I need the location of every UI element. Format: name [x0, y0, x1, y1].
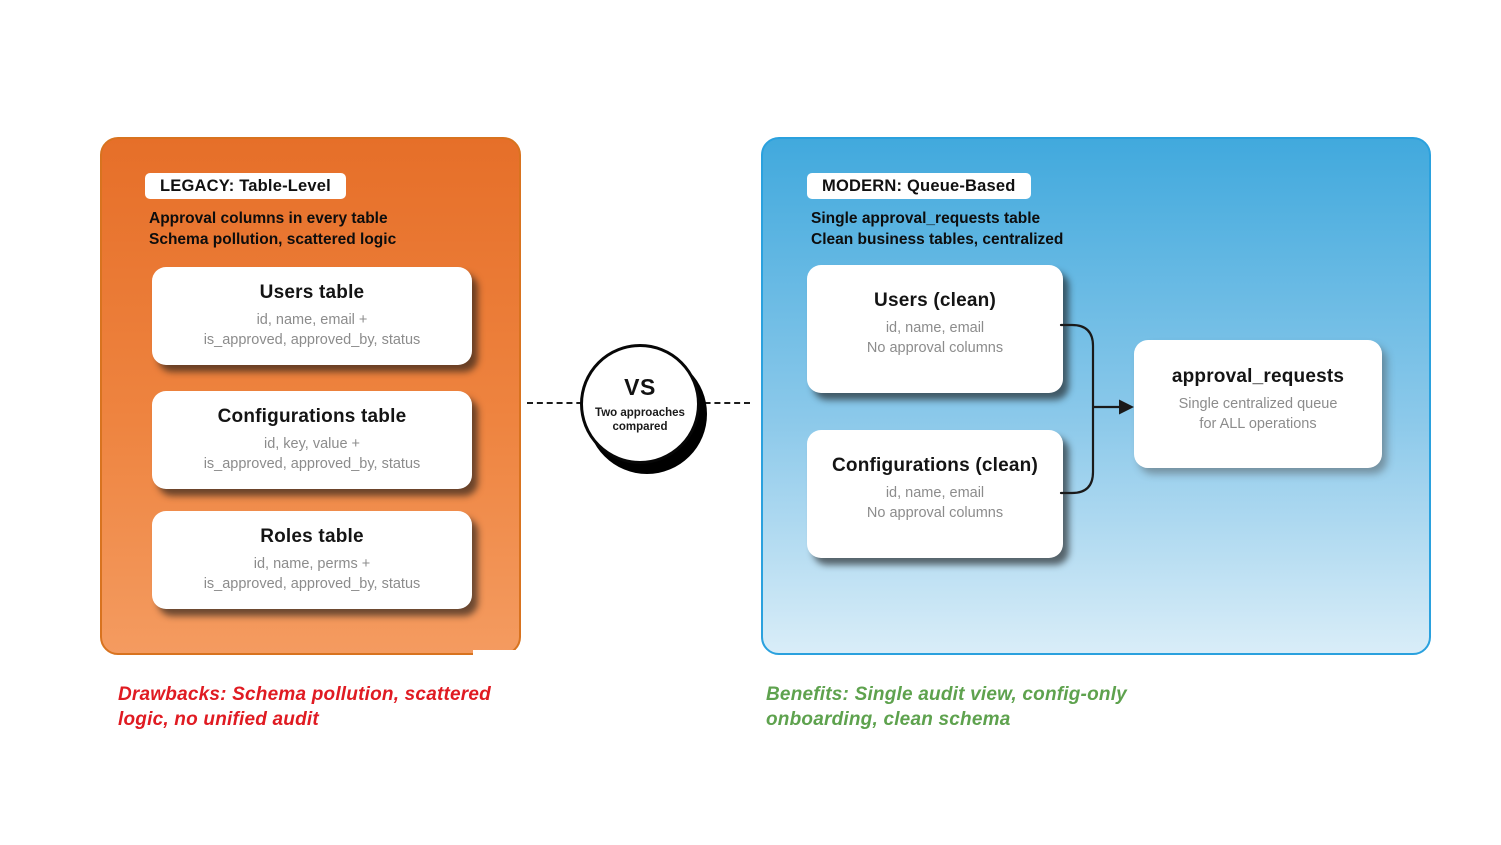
card-columns: id, key, value + is_approved, approved_b… — [152, 435, 472, 474]
modern-panel-subtitle: Single approval_requests table Clean bus… — [811, 209, 1063, 250]
benefits-note: Benefits: Single audit view, config-only… — [766, 682, 1151, 732]
card-columns-line2: is_approved, approved_by, status — [203, 575, 421, 592]
drawbacks-text: Schema pollution, scattered logic, no un… — [118, 684, 491, 730]
card-title: approval_requests — [1171, 366, 1345, 387]
card-columns-line1: id, key, value + — [263, 436, 361, 452]
card-title: Roles table — [260, 526, 364, 547]
vs-circle: VS Two approaches compared — [580, 344, 700, 464]
card-users-clean: Users (clean) id, name, email No approva… — [807, 265, 1063, 393]
legacy-subtitle-line2: Schema pollution, scattered logic — [149, 230, 397, 248]
modern-panel: MODERN: Queue-Based Single approval_requ… — [761, 137, 1431, 655]
card-columns: id, name, email No approval columns — [807, 484, 1063, 523]
card-columns-line1: id, name, email + — [256, 312, 368, 328]
card-configurations-table: Configurations table id, key, value + is… — [152, 391, 472, 489]
modern-subtitle-line2: Clean business tables, centralized — [811, 230, 1064, 248]
card-description: Single centralized queue for ALL operati… — [1134, 395, 1382, 434]
legacy-panel: LEGACY: Table-Level Approval columns in … — [100, 137, 522, 657]
drawbacks-note: Drawbacks: Schema pollution, scattered l… — [118, 682, 518, 732]
card-columns-line1: id, name, email — [885, 485, 985, 501]
card-columns-line1: id, name, email — [885, 320, 985, 336]
vs-label: VS — [624, 373, 656, 400]
card-title: Configurations table — [217, 406, 407, 427]
card-title: Users (clean) — [874, 290, 996, 311]
card-columns-line1: id, name, perms + — [253, 556, 371, 572]
card-description-line1: Single centralized queue — [1178, 396, 1338, 412]
panel-edge-artifact — [473, 650, 522, 657]
card-columns-line2: is_approved, approved_by, status — [203, 455, 421, 472]
card-columns-line2: No approval columns — [866, 504, 1004, 521]
benefits-text: Single audit view, config-only onboardin… — [766, 684, 1127, 730]
card-title: Configurations (clean) — [831, 455, 1038, 476]
card-columns-line2: is_approved, approved_by, status — [203, 331, 421, 348]
drawbacks-label: Drawbacks: — [118, 684, 227, 705]
card-roles-table: Roles table id, name, perms + is_approve… — [152, 511, 472, 609]
card-columns-line2: No approval columns — [866, 339, 1004, 356]
legacy-panel-badge: LEGACY: Table-Level — [145, 173, 346, 199]
legacy-panel-subtitle: Approval columns in every table Schema p… — [149, 209, 396, 250]
legacy-subtitle-line1: Approval columns in every table — [149, 210, 388, 227]
benefits-label: Benefits: — [766, 684, 850, 705]
modern-subtitle-line1: Single approval_requests table — [811, 210, 1041, 227]
card-description-line2: for ALL operations — [1199, 415, 1317, 432]
modern-panel-badge: MODERN: Queue-Based — [807, 173, 1031, 199]
card-columns: id, name, perms + is_approved, approved_… — [152, 555, 472, 594]
card-approval-requests: approval_requests Single centralized que… — [1134, 340, 1382, 468]
card-configurations-clean: Configurations (clean) id, name, email N… — [807, 430, 1063, 558]
card-title: Users table — [259, 282, 365, 303]
vs-caption: Two approaches compared — [595, 406, 685, 434]
card-users-table: Users table id, name, email + is_approve… — [152, 267, 472, 365]
card-columns: id, name, email No approval columns — [807, 319, 1063, 358]
card-columns: id, name, email + is_approved, approved_… — [152, 311, 472, 350]
